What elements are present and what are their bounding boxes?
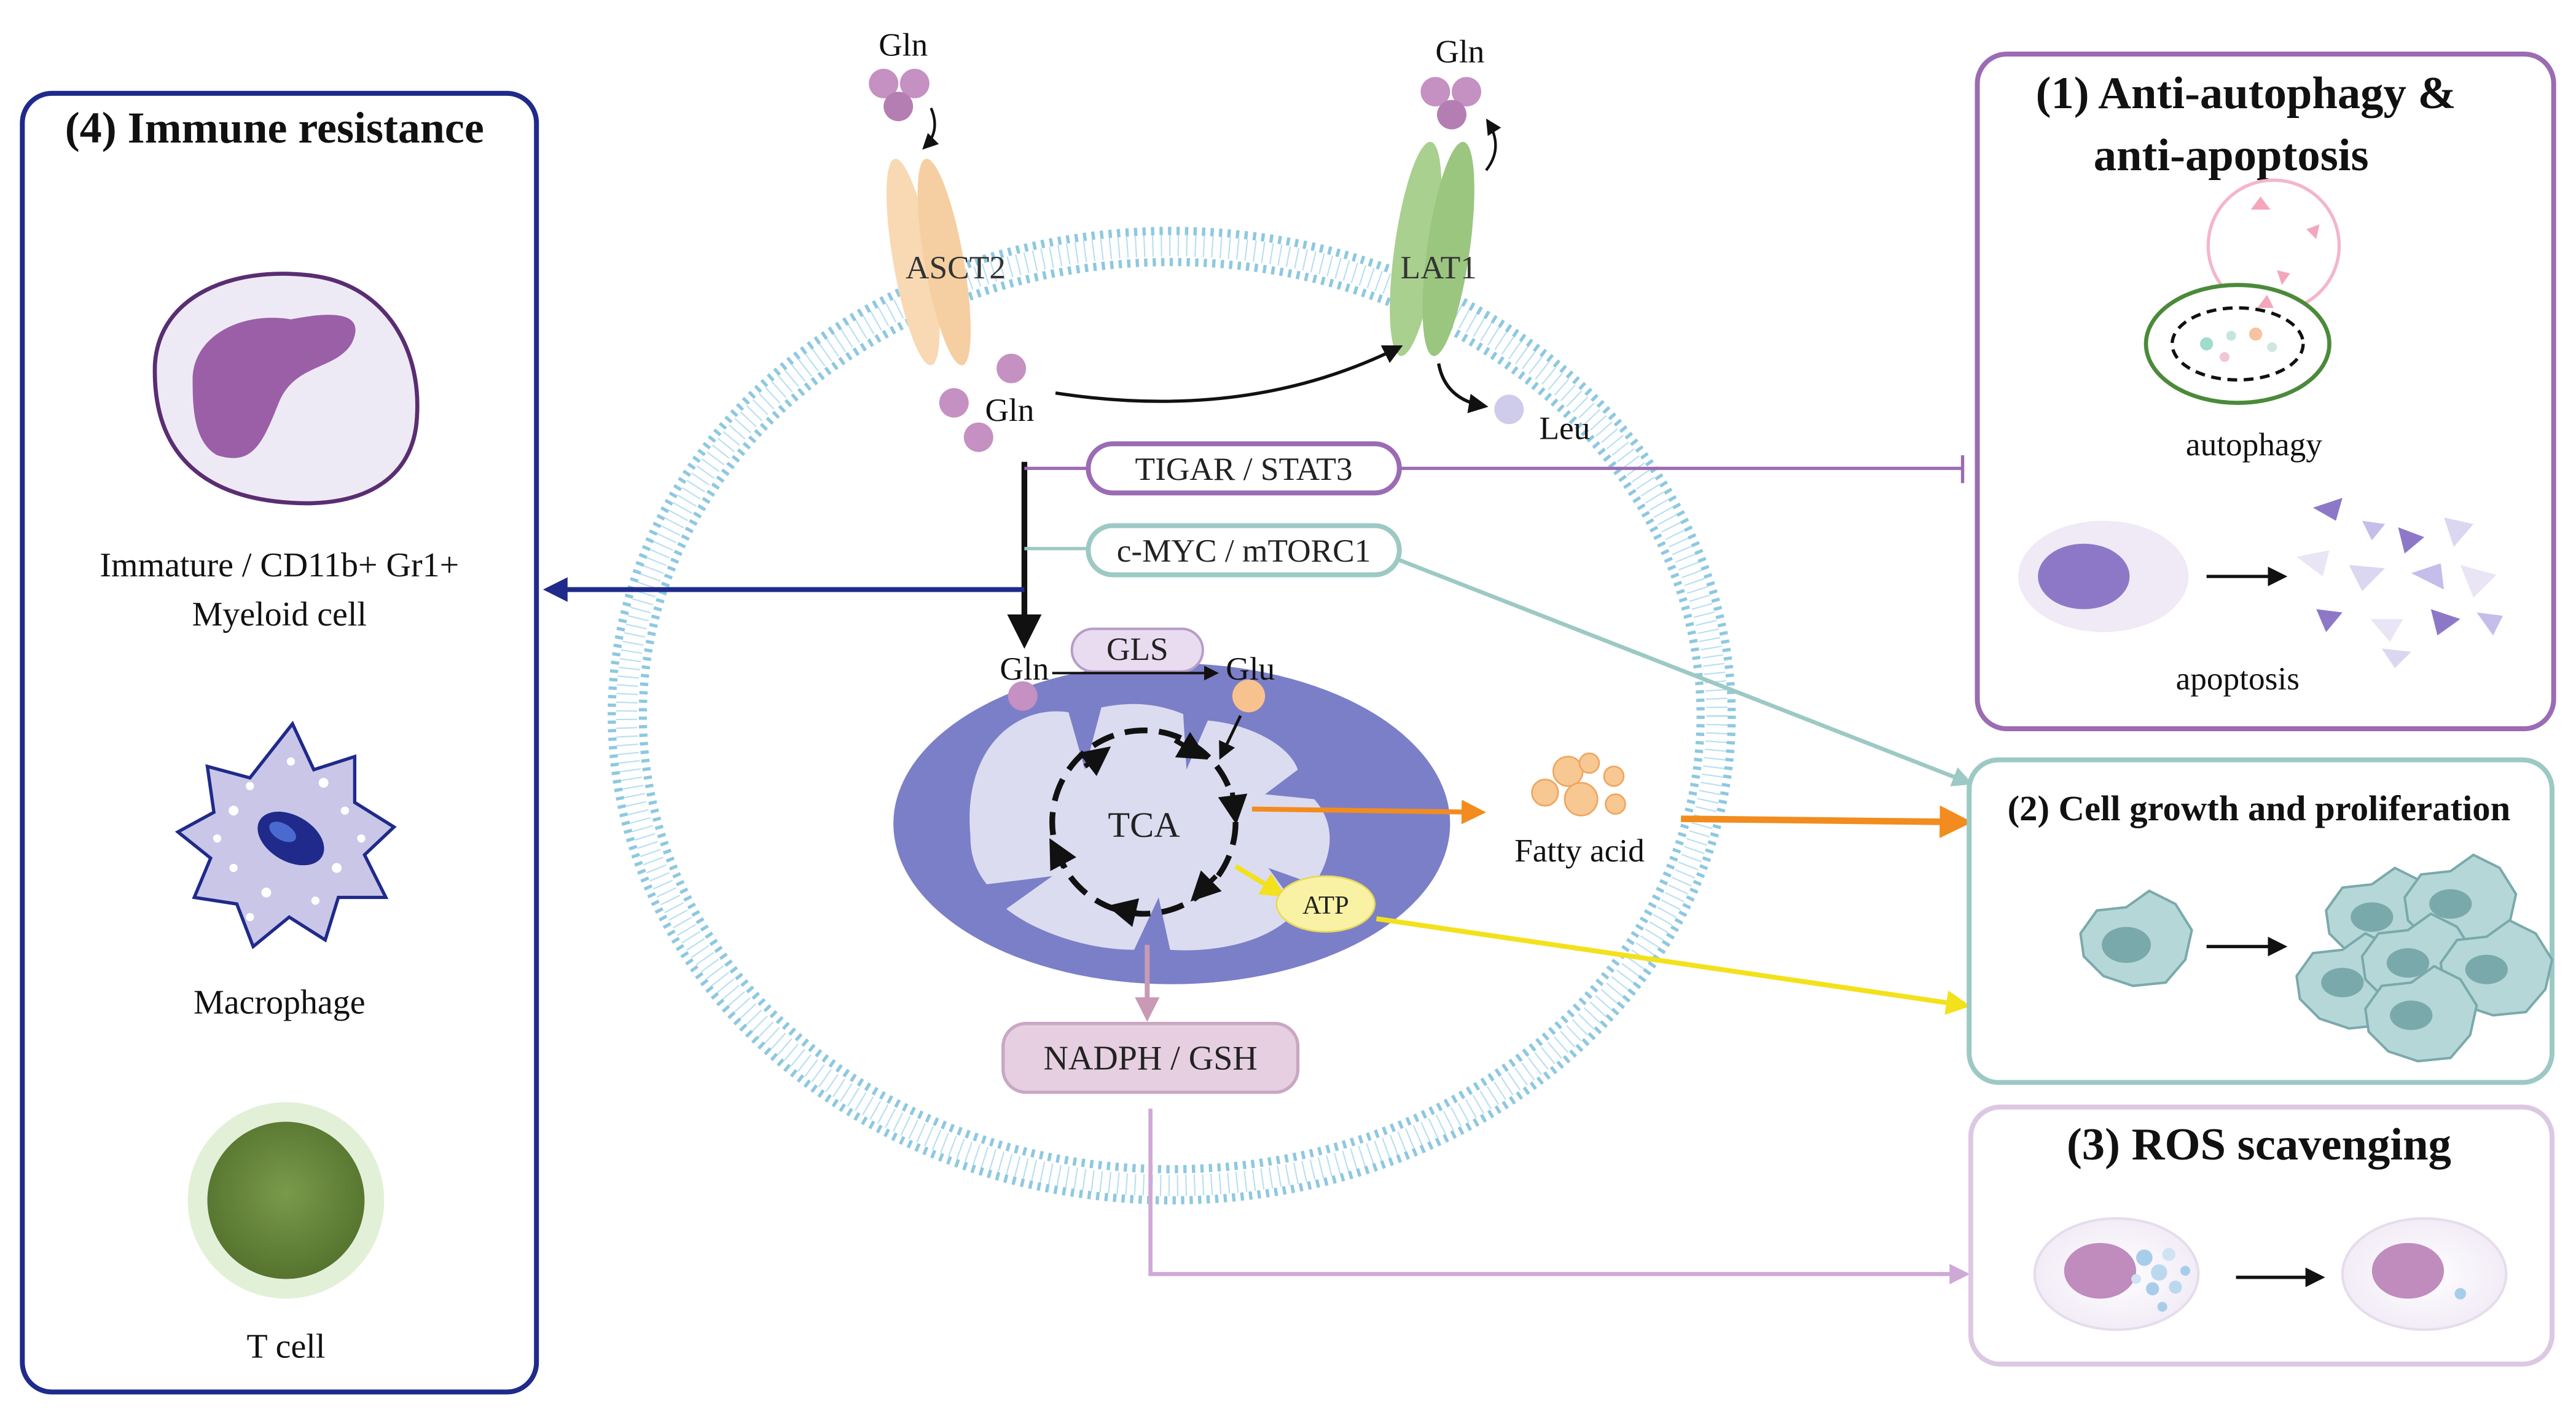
tigar-stat3-label: TIGAR / STAT3 — [1135, 451, 1353, 487]
nadph-gsh-label: NADPH / GSH — [1044, 1039, 1258, 1077]
proliferated-cells-icon — [2295, 853, 2554, 1063]
asct2-transporter — [886, 159, 971, 366]
autophagy-icon — [2143, 178, 2341, 405]
leu-molecule — [1494, 394, 1524, 425]
myeloid-cell-label-line1: Immature / CD11b+ Gr1+ — [100, 546, 459, 584]
leu-label: Leu — [1539, 410, 1590, 446]
tca-label: TCA — [1108, 805, 1180, 845]
atp-to-growth-arrow — [1376, 916, 1971, 1015]
tca-cycle — [1049, 727, 1248, 927]
gln-outside-right-label: Gln — [1435, 33, 1484, 69]
lat1-transporter — [1390, 141, 1474, 356]
myeloid-cell-label-line2: Myeloid cell — [192, 595, 367, 634]
macrophage-icon — [174, 720, 397, 949]
anti-autophagy-title-line1: (1) Anti-autophagy & — [2036, 68, 2456, 119]
gln-entry-arrow — [922, 108, 939, 150]
t-cell-icon — [187, 1102, 385, 1299]
cmyc-mtorc1-label: c-MYC / mTORC1 — [1117, 533, 1371, 569]
atp-label: ATP — [1302, 891, 1349, 920]
macrophage-label: Macrophage — [194, 984, 366, 1022]
t-cell-label: T cell — [246, 1327, 325, 1365]
nadph-gsh-box — [1001, 1022, 1300, 1094]
ros-scavenging-title: (3) ROS scavenging — [2067, 1120, 2451, 1170]
leu-exit-arrow — [1437, 363, 1489, 414]
gln-exit-arrow — [1485, 118, 1501, 171]
tigar-stat3-box — [1086, 441, 1402, 496]
atp-box — [1275, 875, 1376, 933]
gls-box — [1070, 627, 1204, 673]
cell-membrane — [608, 227, 1736, 1205]
asct2-label: ASCT2 — [906, 249, 1006, 286]
apoptosis-label: apoptosis — [2176, 661, 2300, 697]
gln-mito-label: Gln — [1000, 651, 1049, 687]
glu-molecule — [1232, 680, 1266, 713]
gln-to-lat1-arrow — [1055, 345, 1403, 403]
gln-molecule-cluster-right — [1420, 77, 1481, 130]
myeloid-cell-icon — [152, 272, 420, 506]
gln-inside-label: Gln — [985, 392, 1034, 428]
gls-label: GLS — [1106, 631, 1169, 667]
anti-autophagy-title-line2: anti-apoptosis — [2094, 130, 2369, 181]
cell-growth-title: (2) Cell growth and proliferation — [2008, 788, 2511, 828]
apoptosis-icon — [2018, 498, 2504, 669]
cmyc-to-growth-arrow — [1398, 558, 1973, 787]
single-cell-icon — [2079, 889, 2193, 987]
gln-mito-molecule — [1008, 681, 1038, 711]
tca-to-atp-arrow — [1234, 864, 1286, 897]
gln-molecule-cluster-left — [869, 68, 930, 122]
fatty-acid-droplets — [1531, 752, 1626, 817]
ros-cell-before-icon — [2033, 1217, 2200, 1332]
gln-molecule-cluster-inside — [939, 353, 1027, 452]
autophagy-label: autophagy — [2186, 426, 2322, 463]
fatty-acid-label: Fatty acid — [1514, 833, 1645, 869]
tca-to-fatty-acid-arrow — [1251, 799, 1486, 825]
glu-label: Glu — [1226, 651, 1275, 687]
lat1-label: LAT1 — [1401, 249, 1477, 286]
fatty-acid-to-growth-arrow — [1681, 805, 1973, 839]
gln-outside-left-label: Gln — [879, 27, 928, 63]
glu-into-tca-arrow — [1219, 715, 1242, 760]
ros-cell-after-icon — [2341, 1217, 2508, 1332]
immune-resistance-title: (4) Immune resistance — [65, 103, 484, 152]
cmyc-mtorc1-box — [1086, 523, 1402, 578]
nadph-to-ros-arrow — [1148, 1108, 1970, 1285]
